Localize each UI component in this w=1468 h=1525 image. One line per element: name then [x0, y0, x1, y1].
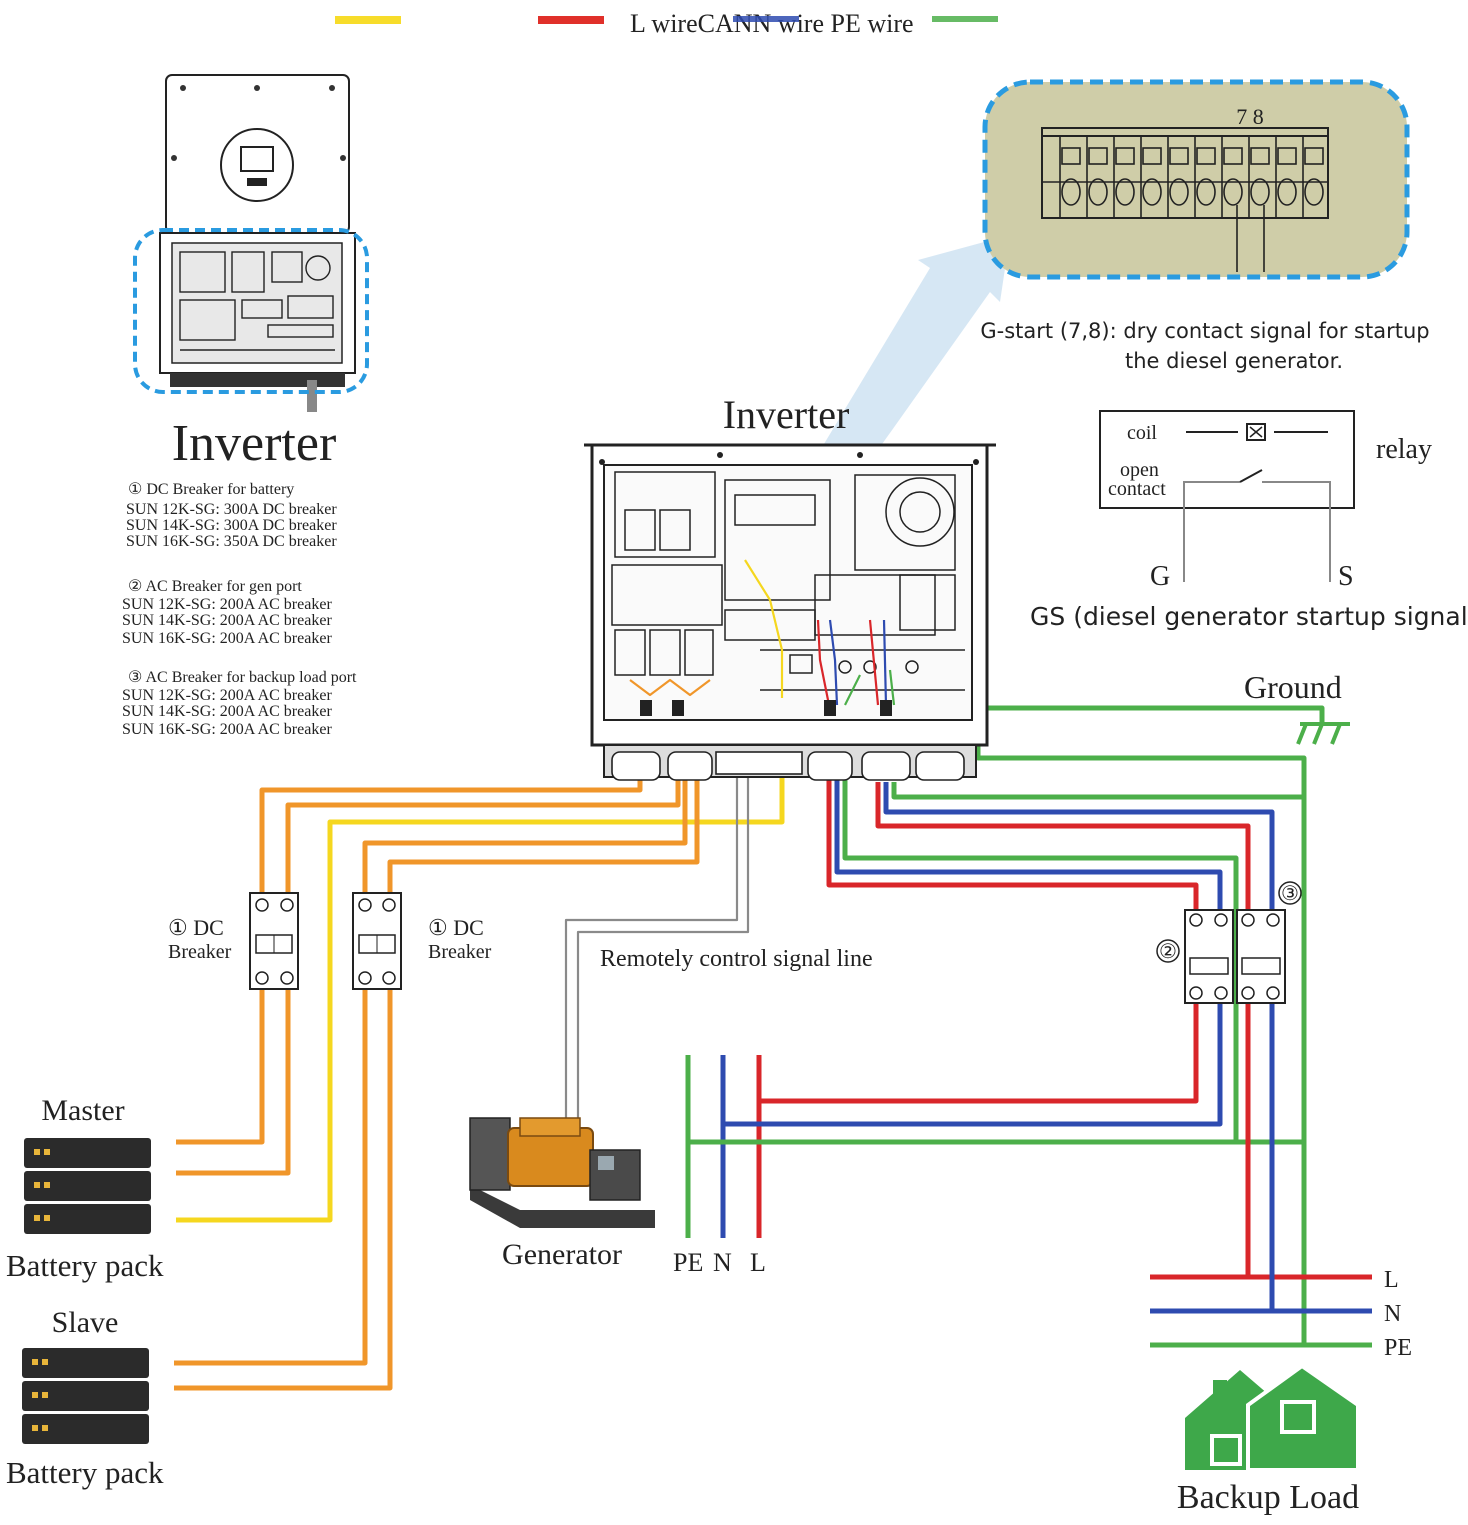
legend-n-wire: N wire	[753, 9, 824, 38]
note-2-line-2: SUN 14K-SG: 200A AC breaker	[122, 612, 332, 629]
generator-n-label: N	[713, 1248, 732, 1277]
slave-label: Slave	[52, 1306, 119, 1339]
dc-breaker-1: ① DC Breaker	[168, 892, 299, 990]
note-1-line-3: SUN 16K-SG: 350A DC breaker	[126, 533, 337, 550]
load-pe-label: PE	[1384, 1335, 1412, 1361]
load-l-label: L	[1384, 1267, 1399, 1293]
legend-green-swatch	[932, 16, 998, 22]
breaker-notes: ① DC Breaker for battery SUN 12K-SG: 300…	[122, 481, 357, 738]
master-caption: Battery pack	[6, 1248, 164, 1283]
load-n-label: N	[1384, 1301, 1401, 1327]
terminal-numbers: 7 8	[1236, 104, 1264, 129]
main-inverter: Inverter	[584, 392, 996, 781]
note-3-line-3: SUN 16K-SG: 200A AC breaker	[122, 721, 332, 738]
generator-pe-label: PE	[673, 1248, 703, 1277]
terminal-block-callout: 7 8 G-start (7,8): dry contact signal fo…	[745, 79, 1430, 595]
terminal-caption-line-1: G-start (7,8): dry contact signal for st…	[980, 319, 1429, 343]
ground-label: Ground	[1244, 669, 1342, 705]
terminal-screws	[1059, 136, 1324, 272]
house-icon	[1185, 1363, 1360, 1472]
svg-text:L wireCANN wire PE wire: L wireCANN wire PE wire	[630, 9, 914, 38]
battery-slave: Slave Battery pack	[6, 1306, 164, 1490]
slave-caption: Battery pack	[6, 1455, 164, 1490]
note-3-line-2: SUN 14K-SG: 200A AC breaker	[122, 703, 332, 720]
note-1-heading: ① DC Breaker for battery	[128, 481, 294, 498]
ac-breaker-load: ③	[1236, 881, 1302, 1004]
left-inverter-highlight	[133, 228, 369, 394]
terminal-panel	[982, 79, 1410, 280]
left-inverter-illustration: Inverter	[133, 74, 369, 472]
relay-label: relay	[1376, 434, 1432, 465]
relay-diagram: coil open contact relay G S GS (diesel g…	[1030, 410, 1468, 631]
legend-red-swatch	[538, 16, 604, 24]
main-inverter-label: Inverter	[723, 392, 850, 437]
dc-breaker-2-label-1: ① DC	[428, 915, 484, 940]
note-1-line-1: SUN 12K-SG: 300A DC breaker	[126, 501, 337, 518]
signal-wires	[564, 770, 750, 1128]
master-label: Master	[41, 1094, 124, 1127]
backup-load-label: Backup Load	[1177, 1479, 1359, 1516]
ac-breaker-2-label: ②	[1159, 941, 1177, 963]
legend-pe-wire: PE wire	[831, 9, 914, 38]
dc-breaker-1-label-1: ① DC	[168, 915, 224, 940]
dc-breaker-2-label-2: Breaker	[428, 941, 492, 963]
ac-wires	[685, 705, 1372, 1348]
note-1-line-2: SUN 14K-SG: 300A DC breaker	[126, 517, 337, 534]
legend-l-wire: L wire	[630, 9, 698, 38]
relay-open-label: open	[1120, 459, 1159, 481]
note-3-line-1: SUN 12K-SG: 200A AC breaker	[122, 687, 332, 704]
relay-s-label: S	[1338, 561, 1354, 592]
ac-breaker-3-label: ③	[1281, 883, 1299, 905]
dc-breaker-2: ① DC Breaker	[352, 892, 492, 990]
relay-coil-label: coil	[1127, 422, 1157, 444]
dc-breaker-1-label-2: Breaker	[168, 941, 232, 963]
remote-signal-label: Remotely control signal line	[600, 946, 873, 972]
terminal-caption-line-2: the diesel generator.	[1125, 349, 1343, 373]
note-3-heading: ③ AC Breaker for backup load port	[128, 669, 357, 686]
legend-blue-swatch	[733, 16, 799, 22]
legend-yellow-swatch	[335, 16, 401, 24]
generator-label: Generator	[502, 1238, 622, 1271]
generator-icon: Generator	[469, 1117, 655, 1271]
battery-master: Master Battery pack	[6, 1094, 164, 1283]
ac-breaker-gen: ②	[1156, 909, 1234, 1004]
legend-can: CAN	[698, 9, 753, 38]
relay-g-label: G	[1150, 561, 1170, 592]
note-2-line-1: SUN 12K-SG: 200A AC breaker	[122, 596, 332, 613]
legend: L wireCANN wire PE wire	[335, 9, 998, 38]
note-2-heading: ② AC Breaker for gen port	[128, 578, 302, 595]
relay-caption: GS (diesel generator startup signal)	[1030, 602, 1468, 631]
relay-contact-label: contact	[1108, 478, 1166, 500]
ground-icon	[1296, 722, 1350, 745]
generator-l-label: L	[750, 1248, 766, 1277]
battery-wires	[174, 698, 785, 1391]
note-2-line-3: SUN 16K-SG: 200A AC breaker	[122, 630, 332, 647]
left-inverter-title: Inverter	[172, 415, 337, 472]
